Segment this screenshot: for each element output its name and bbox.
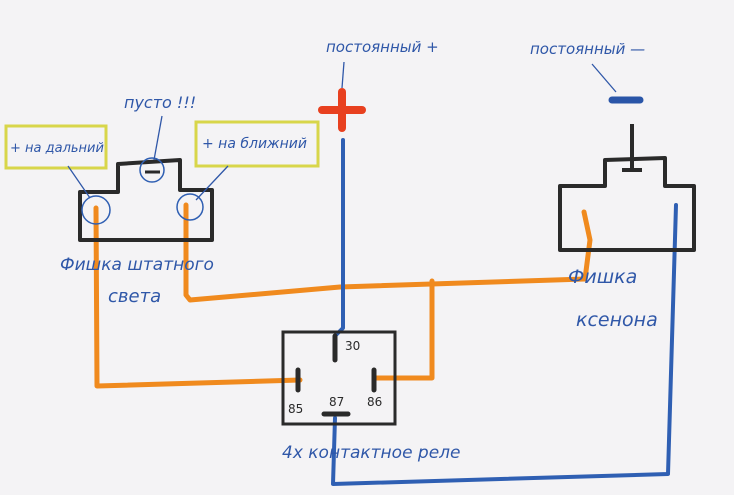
relay-pin-85-label: 85	[288, 402, 303, 416]
relay: 30 85 87 86	[281, 330, 397, 426]
wire-low-beam-to-relay-85	[93, 205, 303, 389]
stock-plug	[78, 157, 214, 242]
label-xenon-plug-1: Фишка	[568, 266, 637, 288]
relay-pin-87-label: 87	[329, 395, 344, 409]
wire-junction-to-relay-86	[373, 278, 435, 381]
xenon-plug-body	[558, 156, 696, 252]
xenon-plug	[558, 124, 696, 252]
label-stock-plug-1: Фишка штатного	[60, 255, 214, 275]
label-relay-caption: 4х контактное реле	[282, 443, 461, 463]
relay-pin-86-label: 86	[367, 395, 382, 409]
relay-body	[281, 330, 397, 426]
plus-symbol	[318, 88, 366, 132]
high-beam-callout-box	[194, 120, 320, 168]
callout-pointers	[67, 61, 617, 201]
label-const-plus: постоянный +	[326, 38, 439, 56]
low-beam-callout-box	[4, 124, 108, 170]
label-xenon-plug-2: ксенона	[576, 309, 658, 331]
label-const-minus: постоянный —	[530, 40, 645, 58]
label-high-beam: + на ближний	[202, 136, 307, 152]
stock-plug-pin-left	[81, 195, 111, 225]
label-stock-plug-2: света	[108, 286, 161, 307]
relay-pin-30-label: 30	[345, 339, 360, 353]
wire-relay-87-to-xenon	[331, 203, 678, 486]
stock-plug-pin-right	[176, 193, 204, 221]
wire-const-plus-to-relay-30	[333, 138, 345, 338]
label-empty: пусто !!!	[124, 93, 196, 112]
wire-high-beam-to-junction	[183, 202, 593, 303]
stock-plug-body	[78, 158, 214, 242]
stock-plug-pin-center	[139, 157, 165, 183]
label-low-beam: + на дальний	[10, 141, 104, 156]
